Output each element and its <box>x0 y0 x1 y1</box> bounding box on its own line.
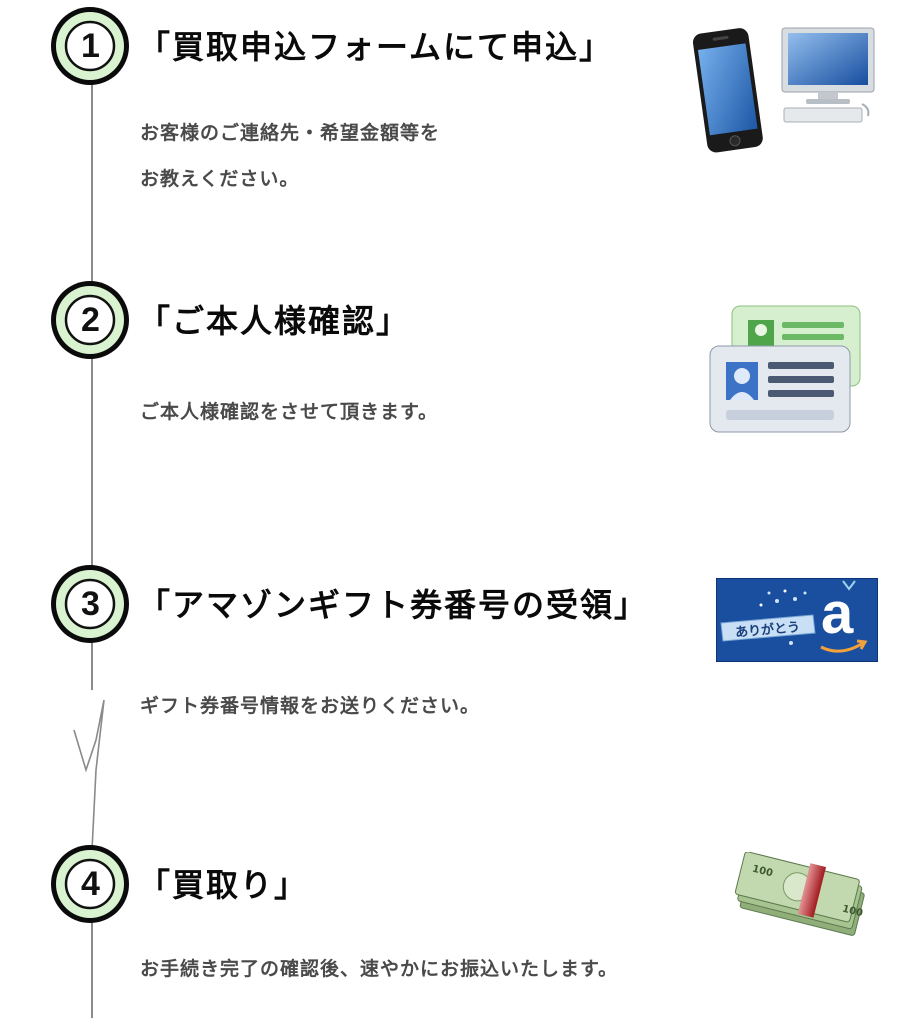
step-2-description: ご本人様確認をさせて頂きます。 <box>140 389 438 435</box>
smartphone-icon <box>690 26 770 156</box>
amazon-gift-card-icon: ありがとう a <box>716 578 878 662</box>
step-2-title: 「ご本人様確認」 <box>138 302 411 340</box>
step-4-badge: 4 <box>48 842 132 926</box>
step-1-description-line-1: お客様のご連絡先・希望金額等を <box>140 122 441 144</box>
gift-card-logo: a <box>821 581 854 646</box>
step-3-title: 「アマゾンギフト券番号の受領」 <box>138 586 649 624</box>
step-2-number: 2 <box>81 301 100 339</box>
desktop-computer-icon <box>778 26 878 126</box>
step-4-description: お手続き完了の確認後、速やかにお振込いたします。 <box>140 946 618 992</box>
id-card-icon <box>708 304 868 436</box>
cash-bundle-icon: 100 100 <box>726 852 876 942</box>
step-3-badge: 3 <box>48 562 132 646</box>
step-4-description-line-1: お手続き完了の確認後、速やかにお振込いたします。 <box>140 958 619 980</box>
step-3-number: 3 <box>81 585 100 623</box>
step-3-description: ギフト券番号情報をお送りください。 <box>140 683 480 729</box>
step-2-badge: 2 <box>48 278 132 362</box>
step-1-badge: 1 <box>48 4 132 88</box>
step-3-description-line-1: ギフト券番号情報をお送りください。 <box>140 695 481 717</box>
step-4-number: 4 <box>81 865 100 903</box>
step-2-description-line-1: ご本人様確認をさせて頂きます。 <box>140 401 439 423</box>
step-1-description: お客様のご連絡先・希望金額等を お教えください。 <box>140 110 440 202</box>
step-1-description-line-2: お教えください。 <box>140 168 300 190</box>
step-4-title: 「買取り」 <box>138 866 309 904</box>
step-1-number: 1 <box>81 27 100 65</box>
step-1-title: 「買取申込フォームにて申込」 <box>138 28 614 66</box>
